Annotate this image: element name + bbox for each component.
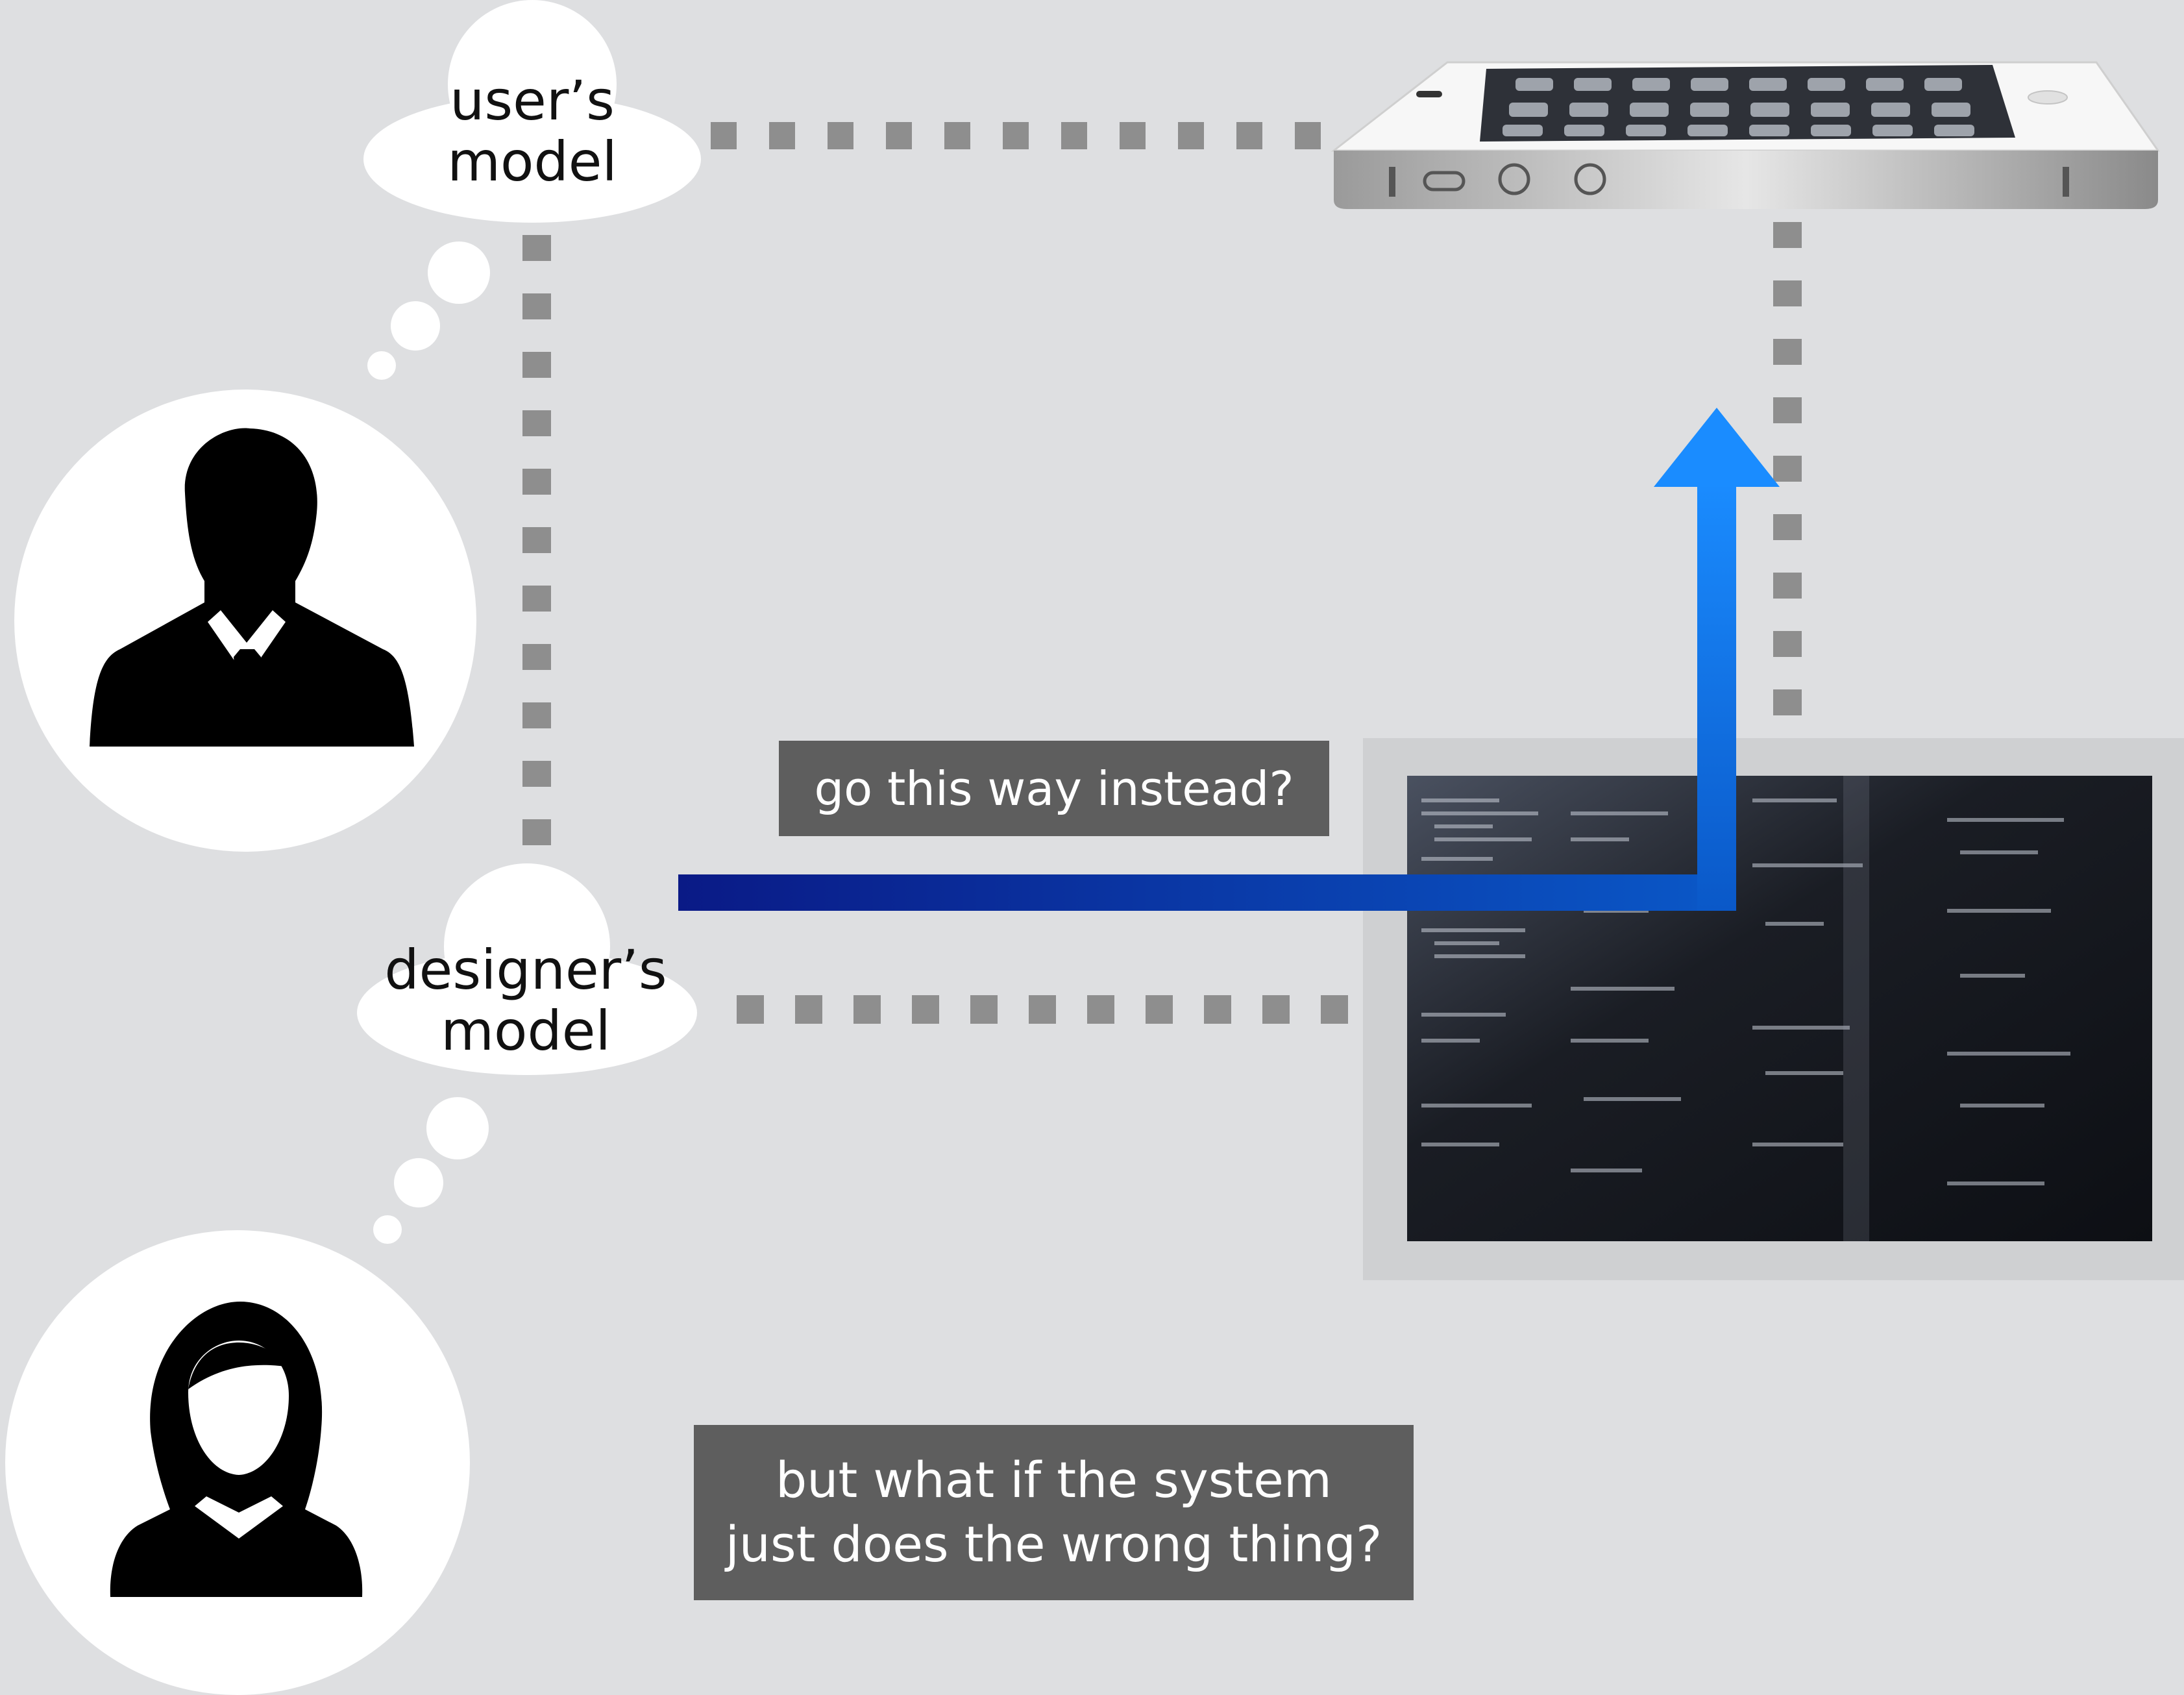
wrong-thing-caption: but what if the system just does the wro… — [694, 1425, 1414, 1600]
go-this-way-caption: go this way instead? — [779, 741, 1329, 836]
redirect-arrow — [678, 408, 1780, 911]
user-model-label-line1: user’s — [450, 69, 615, 132]
designer-model-label-line1: designer’s — [384, 938, 667, 1002]
connector-designer-model-to-system — [737, 995, 1348, 1024]
user-thought-cloud — [363, 0, 701, 380]
female-designer-silhouette-icon — [110, 1302, 363, 1597]
connector-user-model-to-designer-model — [522, 235, 551, 845]
designer-avatar — [5, 1230, 470, 1695]
wrong-thing-line2: just does the wrong thing? — [725, 1515, 1382, 1573]
connector-phone-to-system — [1773, 222, 1802, 715]
wrong-thing-line1: but what if the system — [776, 1451, 1332, 1509]
user-model-label-line2: model — [447, 130, 617, 194]
designer-model-label: designer’s model — [363, 939, 688, 1061]
designer-thought-cloud — [357, 863, 697, 1244]
system-code-screen — [1363, 738, 2184, 1280]
user-model-label: user’s model — [370, 70, 694, 192]
connector-user-model-to-phone — [711, 122, 1321, 149]
smartphone-icon — [1331, 61, 2160, 209]
male-user-silhouette-icon — [90, 428, 414, 747]
designer-model-label-line2: model — [441, 999, 611, 1063]
go-this-way-text: go this way instead? — [814, 761, 1294, 816]
user-avatar — [14, 390, 476, 852]
